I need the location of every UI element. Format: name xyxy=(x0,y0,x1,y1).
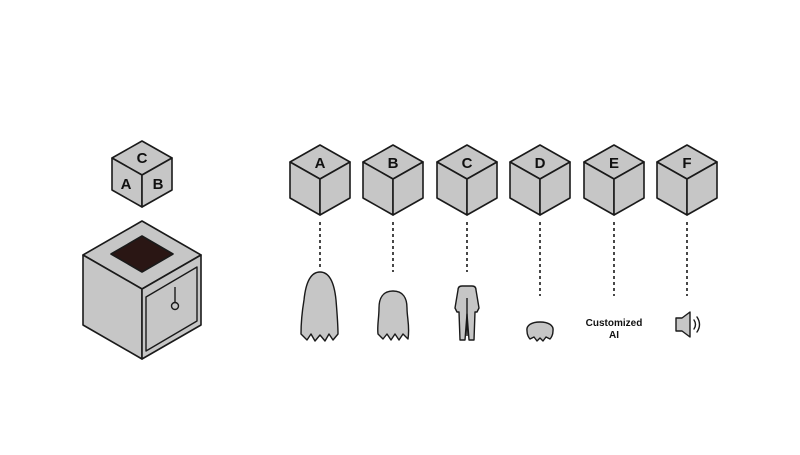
small-blob-icon xyxy=(526,321,554,342)
cube-b xyxy=(362,144,424,216)
small-abc-cube xyxy=(111,140,173,208)
cube-right-face xyxy=(686,161,718,216)
cube-label-a: A xyxy=(315,155,326,172)
suit-figure-icon xyxy=(454,285,480,341)
cube-row: A B C D E F xyxy=(289,144,718,296)
small-cube-right-label: B xyxy=(153,176,164,193)
ghost-figure-short-icon xyxy=(377,290,410,341)
customized-ai-label-line1: Customized xyxy=(586,318,643,329)
cube-right-face xyxy=(613,161,645,216)
cube-right-face xyxy=(392,161,424,216)
speaker-icon xyxy=(675,311,701,338)
cube-label-c: C xyxy=(462,155,473,172)
cube-right-face xyxy=(319,161,351,216)
cube-right-face xyxy=(466,161,498,216)
cube-e xyxy=(583,144,645,216)
safe-door-frame xyxy=(145,266,198,352)
cube-right-face xyxy=(539,161,571,216)
cube-label-b: B xyxy=(388,155,399,172)
small-cube-left-label: A xyxy=(121,176,132,193)
ghost-figure-tall-icon xyxy=(300,271,339,342)
cube-label-e: E xyxy=(609,155,619,172)
cube-label-f: F xyxy=(682,155,691,172)
cube-d xyxy=(509,144,571,216)
cube-c xyxy=(436,144,498,216)
small-cube-right-face xyxy=(141,157,173,208)
small-cube-top-label: C xyxy=(137,150,148,167)
safe-slot-opening xyxy=(110,235,174,273)
cube-f xyxy=(656,144,718,216)
cube-label-d: D xyxy=(535,155,546,172)
lock-dial-icon xyxy=(170,301,180,311)
customized-ai-label-line2: AI xyxy=(609,330,619,341)
cube-a xyxy=(289,144,351,216)
safe-box xyxy=(82,220,202,360)
